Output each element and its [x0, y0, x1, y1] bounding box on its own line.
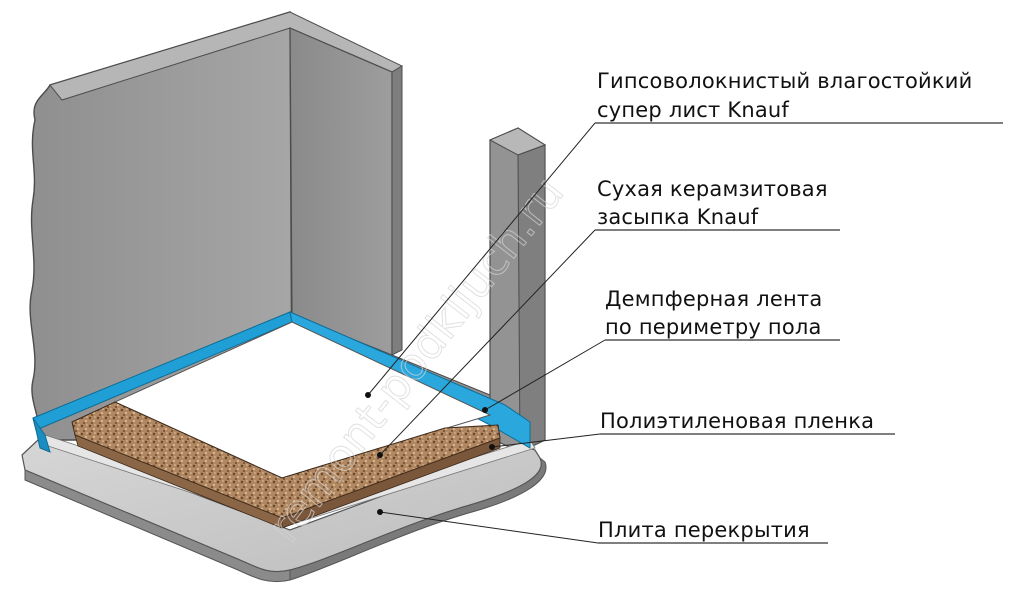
label-gypsum-sheet-line2: супер лист Knauf — [597, 98, 789, 122]
labels: Гипсоволокнистый влагостойкий супер лист… — [597, 69, 972, 542]
leader-lines — [365, 122, 1003, 544]
label-damper-tape-line1: Демпферная лента — [605, 287, 822, 311]
label-damper-tape-line2: по периметру пола — [605, 315, 822, 339]
right-wall — [289, 27, 403, 356]
label-floor-slab: Плита перекрытия — [598, 518, 810, 542]
label-gypsum-sheet-line1: Гипсоволокнистый влагостойкий — [597, 69, 972, 93]
label-poly-film: Полиэтиленовая пленка — [600, 409, 874, 433]
left-wall — [29, 11, 404, 441]
label-clay-backfill-line1: Сухая керамзитовая — [597, 177, 828, 201]
label-clay-backfill-line2: засыпка Knauf — [597, 205, 759, 229]
clay-backfill — [71, 401, 501, 529]
